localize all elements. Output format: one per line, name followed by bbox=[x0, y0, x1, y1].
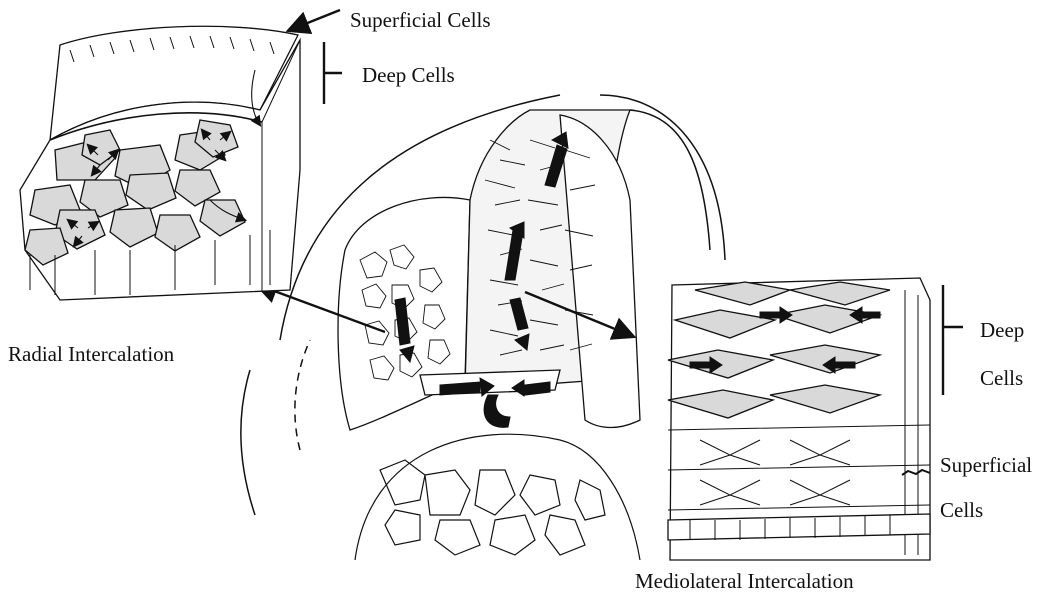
superficial-label-right: Superficial bbox=[940, 455, 1032, 476]
deep-label-right: Deep bbox=[980, 320, 1024, 341]
deep-cells-bracket-right bbox=[943, 285, 963, 395]
mediolateral-intercalation-block bbox=[668, 278, 930, 560]
mediolateral-intercalation-label: Mediolateral Intercalation bbox=[635, 571, 854, 592]
deep-cells-bracket-top bbox=[324, 42, 342, 104]
superficial-cells-label-top: Superficial Cells bbox=[350, 10, 491, 31]
central-tissue bbox=[338, 110, 640, 430]
cells-label-right-deep: Cells bbox=[980, 368, 1023, 389]
cells-label-right-superficial: Cells bbox=[940, 500, 983, 521]
deep-cells-label-top: Deep Cells bbox=[362, 65, 455, 86]
radial-intercalation-block bbox=[20, 26, 300, 300]
yolk-cells bbox=[355, 434, 640, 560]
radial-intercalation-label: Radial Intercalation bbox=[8, 344, 174, 365]
